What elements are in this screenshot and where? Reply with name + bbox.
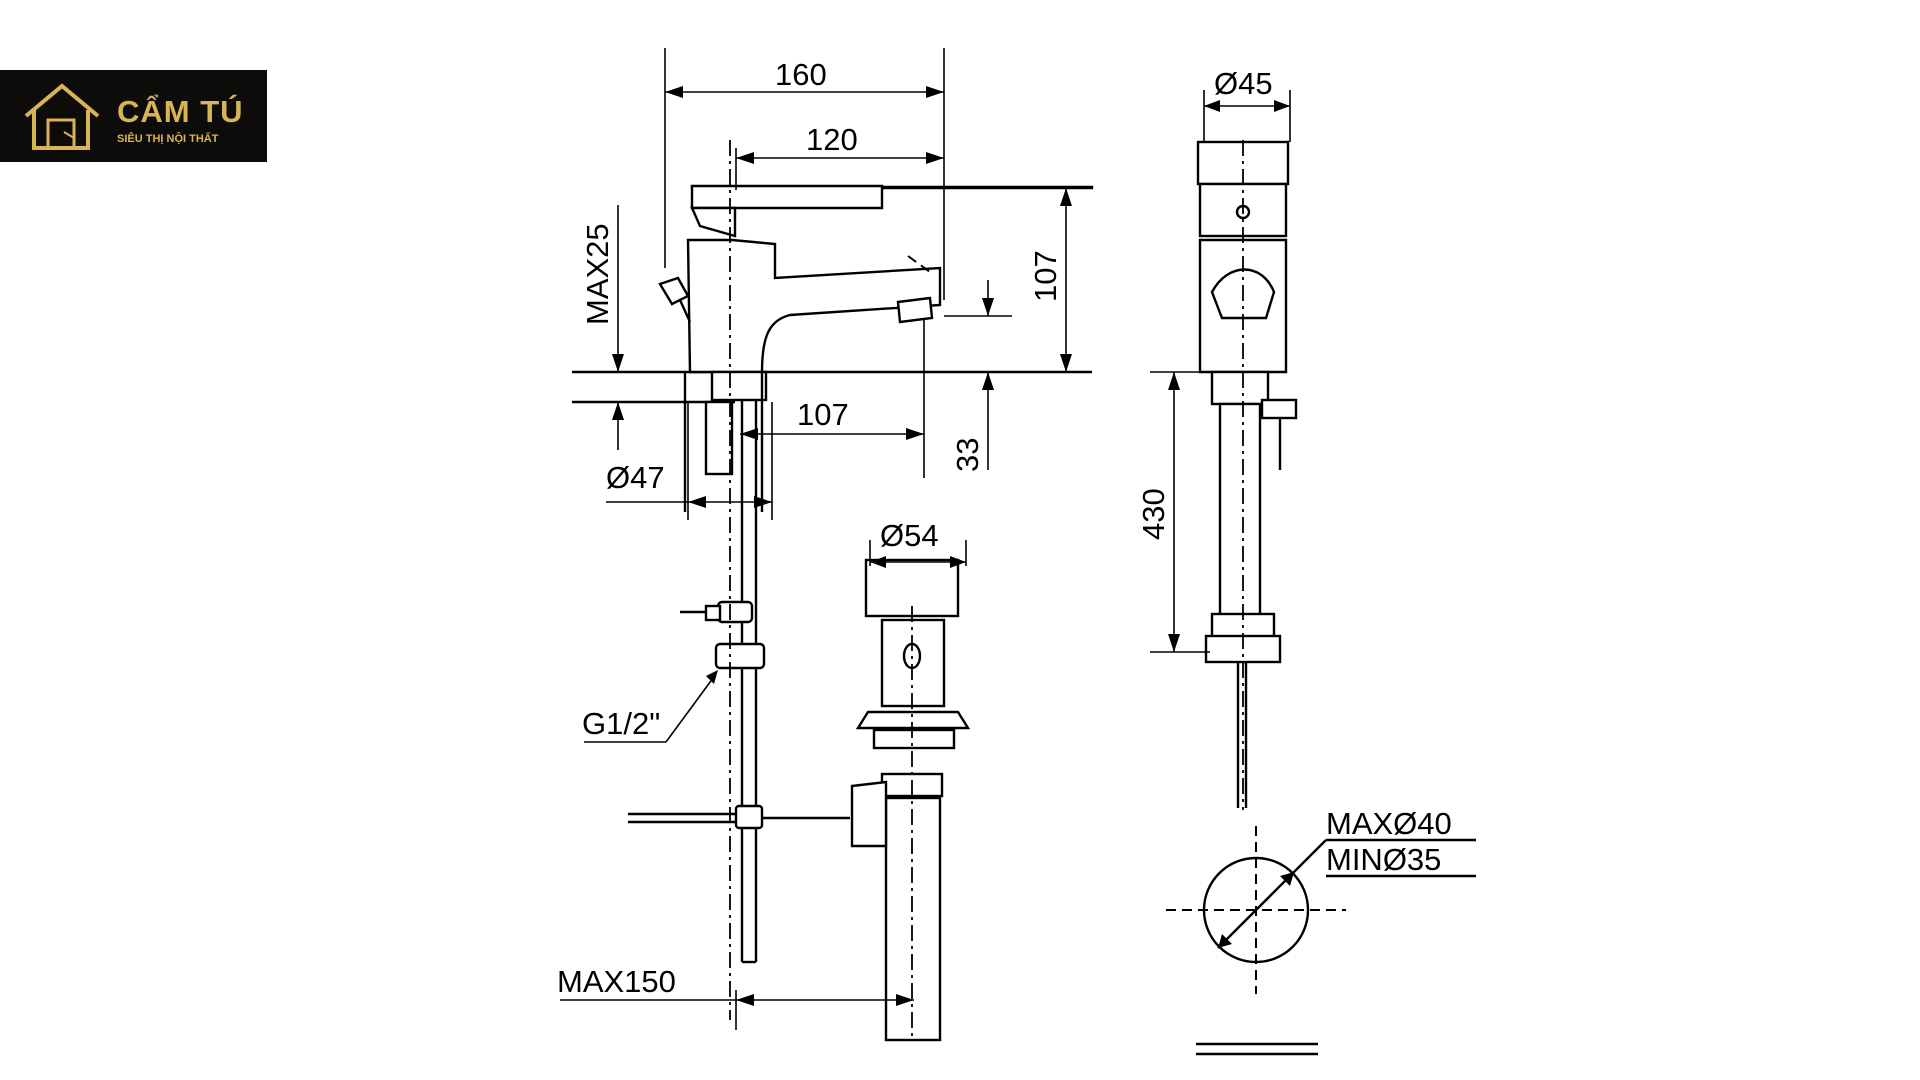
label-33: 33	[950, 438, 985, 472]
mounting-hole-view	[1166, 826, 1476, 994]
label-max25: MAX25	[580, 223, 615, 325]
dim-d54	[869, 540, 967, 568]
pop-up-waste	[850, 558, 971, 1042]
dim-d47	[606, 402, 773, 520]
dim-33	[944, 280, 1012, 470]
label-maxd40: MAXØ40	[1326, 806, 1452, 841]
dim-107-height	[1060, 188, 1072, 372]
brand-logo: CẨM TÚ SIÊU THỊ NỘI THẤT	[0, 70, 267, 162]
faucet-side-view	[572, 140, 1094, 1020]
label-120: 120	[806, 122, 858, 157]
label-430: 430	[1136, 488, 1171, 540]
label-g12: G1/2"	[582, 706, 660, 741]
label-max150: MAX150	[557, 964, 676, 999]
dim-160	[664, 48, 945, 300]
brand-tagline: SIÊU THỊ NỘI THẤT	[117, 133, 219, 145]
dim-107-reach	[740, 318, 925, 478]
label-107-reach: 107	[797, 397, 849, 432]
dim-max150	[560, 990, 914, 1030]
dim-430	[1150, 371, 1212, 653]
dim-d45	[1203, 90, 1291, 142]
faucet-front-view	[1196, 140, 1298, 810]
label-d54: Ø54	[880, 518, 939, 553]
label-mind35: MINØ35	[1326, 842, 1441, 877]
dim-g12-leader	[584, 670, 718, 743]
dim-max25	[612, 205, 624, 450]
label-d47: Ø47	[606, 460, 665, 495]
house-icon	[24, 83, 100, 150]
label-d45: Ø45	[1214, 66, 1273, 101]
label-107-height: 107	[1028, 250, 1063, 302]
brand-name: CẨM TÚ	[117, 94, 244, 129]
label-160: 160	[775, 57, 827, 92]
dim-120	[735, 148, 944, 190]
